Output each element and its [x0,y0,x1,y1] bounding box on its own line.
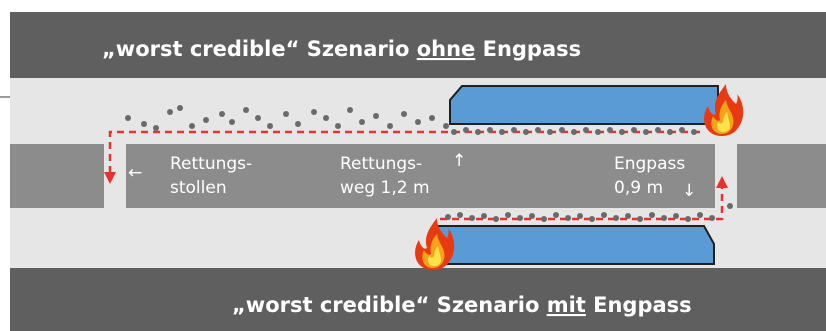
top-banner [10,12,826,78]
evac-route-lower-arrowhead [716,176,728,188]
fire-icon-upper [704,84,744,136]
arrow-left-icon: ← [128,163,142,183]
person-dot [429,115,435,121]
person-dot [667,129,673,135]
person-dot [601,212,607,218]
person-dot [565,215,571,221]
person-dot [463,127,469,133]
person-dot [661,215,667,221]
person-dot [553,212,559,218]
person-dot [583,127,589,133]
person-dot [255,115,261,121]
person-dot [619,129,625,135]
person-dot [481,213,487,219]
person-dot [541,216,547,222]
person-dot [649,212,655,218]
person-dot [517,215,523,221]
bottom-banner [10,268,826,331]
person-dot [219,111,225,117]
person-dot [679,127,685,133]
fire-icon-lower [415,218,455,270]
person-dot [631,127,637,133]
person-dot [727,203,733,209]
person-dot [125,115,131,121]
person-dot [167,109,173,115]
person-dot [203,117,209,123]
evac-route-lower [440,182,724,221]
rettungsweg-label-2: weg 1,2 m [340,178,430,198]
person-dot [535,127,541,133]
person-dot [189,123,195,129]
person-dot [571,129,577,135]
engpass-label-2: 0,9 m [614,178,663,198]
person-dot [323,115,329,121]
person-dot [177,105,183,111]
top-banner-title: „worst credible“ Szenario ohne Engpass [102,37,581,61]
person-dot [493,216,499,222]
person-dot [229,119,235,125]
arrow-up-icon: ↑ [452,151,466,171]
middle-band [10,144,826,208]
arrow-down-icon: ↓ [682,181,696,201]
person-dot [311,109,317,115]
person-dot [295,121,301,127]
person-dot [243,107,249,113]
train-upper [449,85,719,125]
person-dot [141,121,147,127]
person-dot [505,212,511,218]
engpass-label-1: Engpass [614,154,685,174]
person-dot [451,129,457,135]
person-dot [691,129,697,135]
person-dot [637,216,643,222]
person-dot [685,216,691,222]
person-dot [559,127,565,133]
person-dot [607,127,613,133]
person-dot [529,213,535,219]
person-dot [499,129,505,135]
person-dot [415,119,421,125]
person-dot [547,129,553,135]
person-dot [475,129,481,135]
bottom-banner-title: „worst credible“ Szenario mit Engpass [232,293,692,317]
person-dot [613,215,619,221]
person-dot [335,123,341,129]
person-dot [387,123,393,129]
person-dot [487,127,493,133]
person-dot [643,129,649,135]
person-dot [267,123,273,129]
evac-route-upper-arrowhead [104,172,116,184]
person-dot [283,111,289,117]
person-dot [709,215,715,221]
person-dot [673,213,679,219]
people-group [125,105,733,222]
person-dot [697,212,703,218]
person-dot [153,125,159,131]
person-dot [655,127,661,133]
person-dot [359,119,365,125]
person-dot [457,212,463,218]
person-dot [443,123,449,129]
person-dot [401,111,407,117]
person-dot [589,216,595,222]
train-lower [437,225,715,265]
rettungsweg-label-1: Rettungs- [340,154,422,174]
person-dot [373,113,379,119]
person-dot [577,213,583,219]
engpass-gap [715,144,737,208]
person-dot [347,107,353,113]
person-dot [469,215,475,221]
rettungsstollen-label-2: stollen [170,178,227,198]
person-dot [523,129,529,135]
rettungsstollen-label-1: Rettungs- [170,154,252,174]
person-dot [511,127,517,133]
person-dot [445,214,451,220]
person-dot [625,213,631,219]
person-dot [595,129,601,135]
